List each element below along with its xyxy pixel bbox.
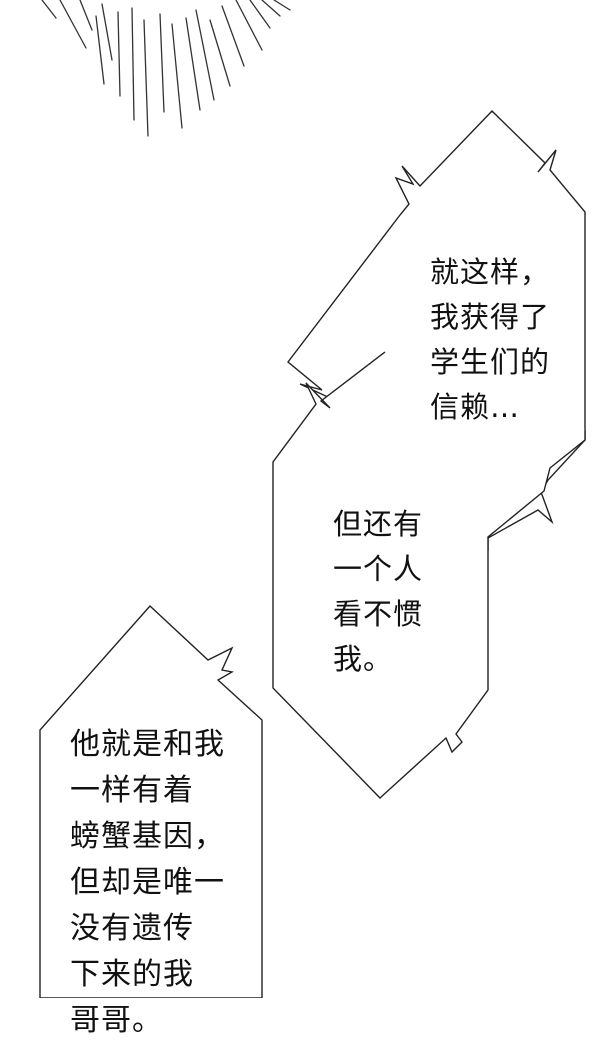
speed-lines	[41, 0, 291, 137]
bubble-middle	[272, 351, 586, 799]
dialogue-text-third: 他就是和我 一样有着 螃蟹基因， 但却是唯一 没有遗传 下来的我 哥哥。	[70, 727, 225, 1038]
comic-panel	[39, 0, 586, 998]
bubble-bottom-left	[39, 604, 263, 998]
dialogue-text-first: 就这样， 我获得了 学生们的 信赖…	[430, 255, 551, 424]
dialogue-text-second: 但还有 一个人 看不惯 我。	[333, 507, 424, 676]
